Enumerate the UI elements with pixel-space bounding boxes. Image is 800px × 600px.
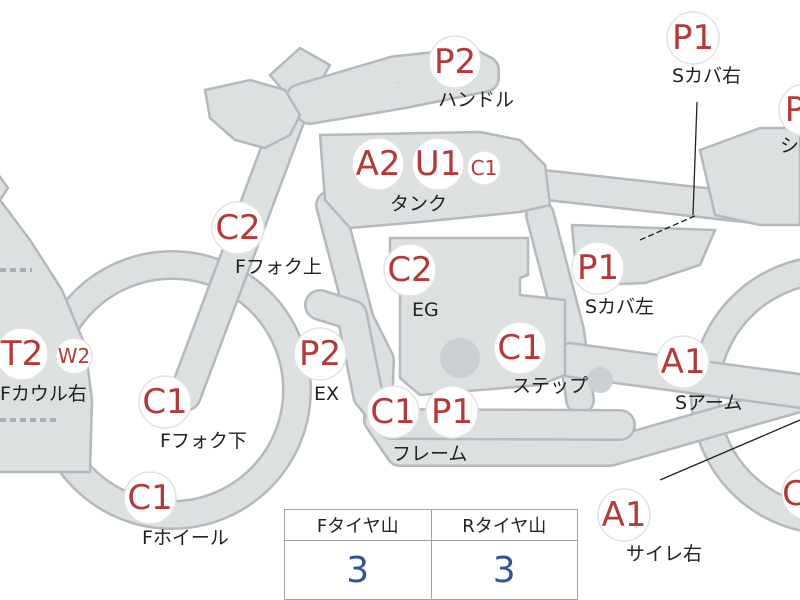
svg-text:C2: C2 bbox=[387, 250, 432, 290]
part-badge: A1 bbox=[656, 335, 710, 389]
svg-text:P2: P2 bbox=[299, 334, 341, 374]
part-badge: C1 bbox=[466, 150, 502, 186]
svg-text:U1: U1 bbox=[415, 144, 462, 184]
part-badge: U1 bbox=[411, 137, 465, 191]
seat bbox=[698, 126, 800, 227]
front-fork bbox=[168, 98, 307, 412]
part-badge: C1 bbox=[493, 321, 547, 375]
part-badge: C1 bbox=[138, 375, 192, 429]
svg-text:C1: C1 bbox=[127, 478, 172, 518]
part-badge: C2 bbox=[211, 201, 265, 255]
part-badge: C1 bbox=[366, 385, 420, 439]
part-badge: W2 bbox=[55, 337, 93, 375]
svg-text:C1: C1 bbox=[497, 328, 542, 368]
part-label: フレーム bbox=[392, 443, 467, 465]
part-label: EG bbox=[412, 299, 439, 321]
svg-text:A1: A1 bbox=[661, 342, 706, 382]
svg-text:A2: A2 bbox=[356, 144, 401, 184]
part-label: タンク bbox=[390, 193, 447, 215]
svg-text:W2: W2 bbox=[58, 344, 91, 368]
tire-tread-table: Fタイヤ山 Rタイヤ山 3 3 bbox=[284, 509, 578, 600]
front-tire-header: Fタイヤ山 bbox=[284, 509, 432, 541]
svg-text:C1: C1 bbox=[471, 156, 498, 180]
svg-text:P2: P2 bbox=[434, 42, 476, 82]
svg-text:P1: P1 bbox=[431, 392, 473, 432]
svg-text:P1: P1 bbox=[672, 18, 714, 58]
front-cowl bbox=[0, 174, 94, 474]
leader-silencer-right bbox=[659, 419, 800, 481]
part-label: Fカウル右 bbox=[0, 383, 87, 405]
part-label: ステップ bbox=[512, 375, 588, 397]
part-badge: A1 bbox=[597, 488, 651, 542]
part-label: Sカバ左 bbox=[585, 296, 654, 318]
svg-text:C: C bbox=[782, 474, 800, 514]
svg-text:P1: P1 bbox=[577, 248, 619, 288]
part-label: ハンドル bbox=[438, 89, 514, 111]
part-label: Fホイール bbox=[142, 527, 229, 549]
part-label: Sカバ右 bbox=[672, 65, 741, 87]
handlebar bbox=[285, 47, 500, 125]
svg-text:C1: C1 bbox=[142, 382, 187, 422]
part-badge: P1 bbox=[425, 385, 479, 439]
rear-tire-value: 3 bbox=[430, 540, 578, 600]
leader-s-cover-right bbox=[692, 101, 698, 216]
part-badge: C bbox=[781, 468, 800, 520]
part-label: EX bbox=[314, 383, 339, 405]
svg-text:P: P bbox=[785, 90, 800, 130]
part-label: サイレ右 bbox=[626, 543, 702, 565]
part-badge: T2 bbox=[0, 327, 49, 381]
part-badge: P1 bbox=[571, 241, 625, 295]
part-badge: P2 bbox=[293, 327, 347, 381]
fork-cover bbox=[203, 78, 302, 150]
part-label: Fフォク下 bbox=[160, 430, 247, 452]
part-badge: P1 bbox=[666, 11, 720, 65]
part-label: Fフォク上 bbox=[235, 256, 322, 278]
part-label: シ bbox=[780, 135, 799, 157]
part-badge: A2 bbox=[351, 137, 405, 191]
part-badge: P bbox=[778, 83, 800, 137]
part-badge: C2 bbox=[383, 243, 437, 297]
svg-text:A1: A1 bbox=[602, 495, 647, 535]
part-badge: C1 bbox=[123, 471, 177, 525]
leader-s-cover-right-2 bbox=[639, 214, 698, 241]
part-label: Sアーム bbox=[675, 392, 742, 414]
part-badge: P2 bbox=[428, 35, 482, 89]
svg-text:T2: T2 bbox=[0, 334, 43, 374]
svg-text:C2: C2 bbox=[215, 208, 260, 248]
svg-text:C1: C1 bbox=[370, 392, 415, 432]
front-tire-value: 3 bbox=[284, 540, 432, 600]
rear-tire-header: Rタイヤ山 bbox=[430, 509, 578, 541]
